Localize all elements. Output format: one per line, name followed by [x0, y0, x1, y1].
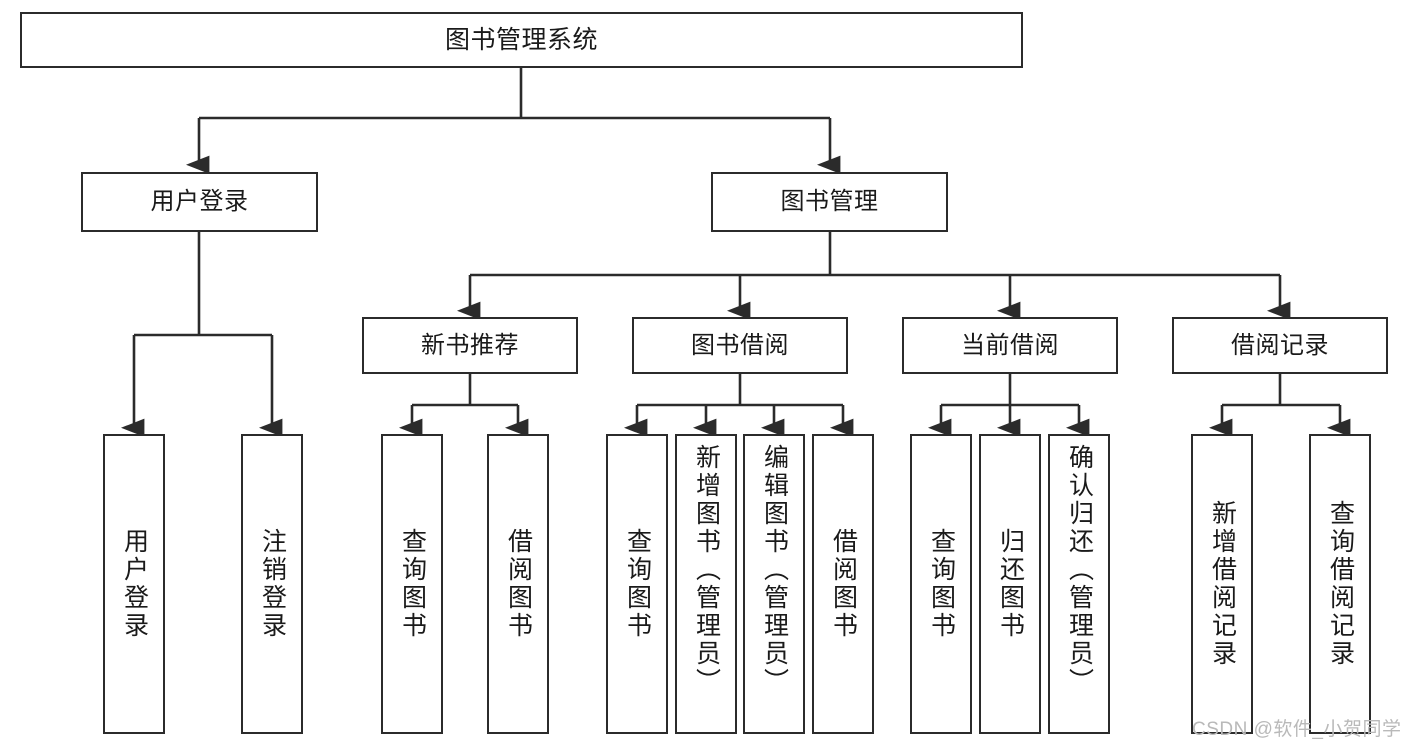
node-leaf-user-login[interactable]: 用户登录: [103, 434, 165, 734]
node-leaf-query-book-rec[interactable]: 查询图书: [381, 434, 443, 734]
node-label: 用户登录: [120, 528, 149, 640]
node-label: 归还图书: [996, 528, 1025, 640]
node-leaf-return-book[interactable]: 归还图书: [979, 434, 1041, 734]
node-leaf-borrow-book-rec[interactable]: 借阅图书: [487, 434, 549, 734]
node-leaf-query-borrow-record[interactable]: 查询借阅记录: [1309, 434, 1371, 734]
node-borrow-records[interactable]: 借阅记录: [1172, 317, 1388, 374]
node-label: 借阅记录: [1231, 331, 1329, 359]
node-book-borrowing[interactable]: 图书借阅: [632, 317, 848, 374]
node-label: 查询图书: [623, 528, 652, 640]
node-label: 查询借阅记录: [1326, 500, 1355, 668]
node-label: 借阅图书: [829, 528, 858, 640]
node-label: 注销登录: [258, 528, 287, 640]
node-user-login[interactable]: 用户登录: [81, 172, 318, 232]
node-new-book-recommendation[interactable]: 新书推荐: [362, 317, 578, 374]
node-label: 新书推荐: [421, 331, 519, 359]
node-leaf-logout[interactable]: 注销登录: [241, 434, 303, 734]
node-label: 借阅图书: [504, 528, 533, 640]
node-label: 图书管理: [780, 188, 879, 216]
node-leaf-borrow-book-borrow[interactable]: 借阅图书: [812, 434, 874, 734]
node-book-management-system[interactable]: 图书管理系统: [20, 12, 1023, 68]
node-label: 新增图书（管理员）: [692, 444, 721, 696]
node-leaf-confirm-return-admin[interactable]: 确认归还（管理员）: [1048, 434, 1110, 734]
node-leaf-edit-book-admin[interactable]: 编辑图书（管理员）: [743, 434, 805, 734]
node-leaf-add-book-admin[interactable]: 新增图书（管理员）: [675, 434, 737, 734]
node-label: 查询图书: [927, 528, 956, 640]
node-current-borrowing[interactable]: 当前借阅: [902, 317, 1118, 374]
node-leaf-add-borrow-record[interactable]: 新增借阅记录: [1191, 434, 1253, 734]
node-label: 图书管理系统: [444, 25, 598, 54]
node-label: 查询图书: [398, 528, 427, 640]
node-label: 图书借阅: [691, 331, 789, 359]
node-label: 确认归还（管理员）: [1065, 444, 1094, 696]
csdn-watermark: CSDN @软件_小贺同学: [1192, 719, 1402, 740]
node-label: 编辑图书（管理员）: [760, 444, 789, 696]
node-label: 新增借阅记录: [1208, 500, 1237, 668]
node-book-management[interactable]: 图书管理: [711, 172, 948, 232]
node-label: 用户登录: [150, 188, 249, 216]
node-leaf-query-book-current[interactable]: 查询图书: [910, 434, 972, 734]
node-label: 当前借阅: [961, 331, 1059, 359]
node-leaf-query-book-borrow[interactable]: 查询图书: [606, 434, 668, 734]
